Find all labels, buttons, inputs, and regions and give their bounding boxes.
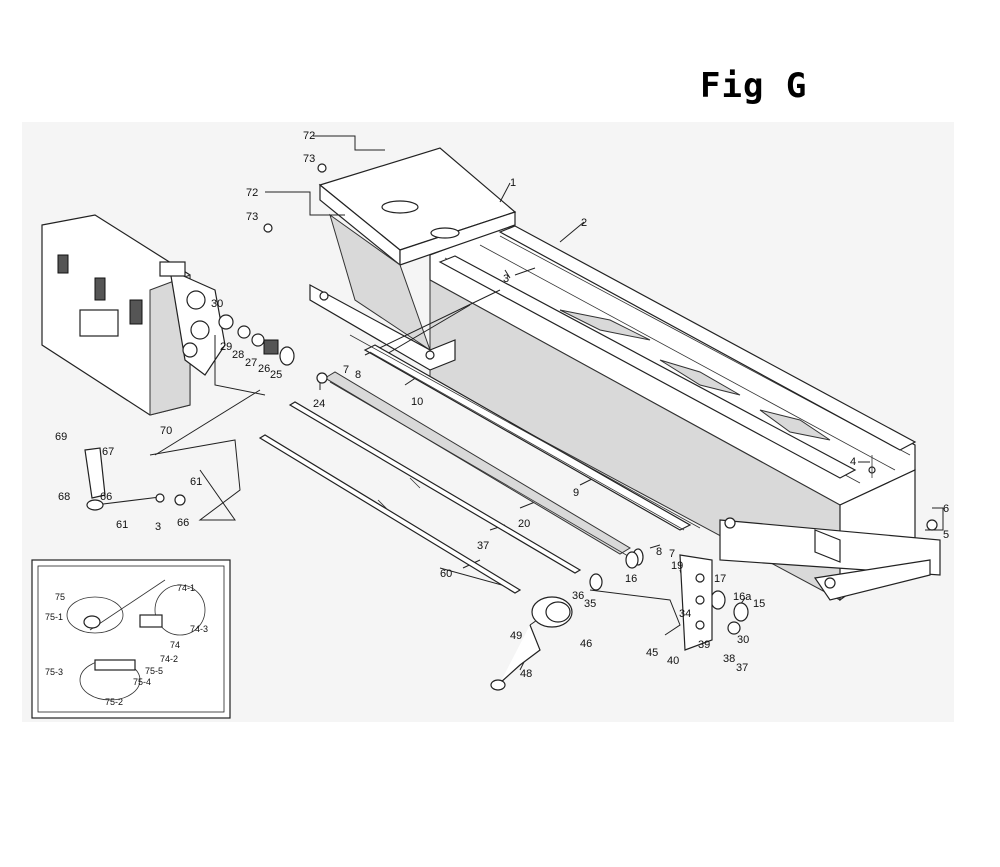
inset-detail (31, 559, 231, 719)
callout-69: 68 (58, 491, 70, 503)
callout-24: 26 (258, 363, 270, 375)
lathe-bed (429, 224, 941, 602)
callout-27: 29 (220, 341, 232, 353)
callout-5: 5 (943, 529, 949, 541)
callout-4: 4 (850, 456, 856, 468)
callout-67: 66 (100, 491, 112, 503)
callout-11: 15 (753, 598, 765, 610)
callout-34: 35 (584, 598, 596, 610)
apron-unit (490, 596, 573, 691)
callout-48: 48 (520, 668, 532, 680)
callout-17: 19 (671, 560, 683, 572)
callout-labels: 72 73 72 73 1 2 3 4 6 5 30 29 28 27 26 2… (55, 130, 949, 680)
leader-lines (149, 135, 944, 671)
callout-8b: 8 (656, 546, 662, 558)
callout-73b: 73 (246, 211, 258, 223)
callout-3b: 3 (155, 521, 161, 533)
end-bracket (679, 554, 713, 651)
small-parts (218, 163, 938, 635)
inset-callout-75-4: 75-4 (133, 677, 151, 687)
callout-59: 60 (440, 568, 452, 580)
callout-40: 40 (667, 655, 679, 667)
callout-8a: 8 (355, 369, 361, 381)
inset-callout-75: 75 (55, 592, 65, 602)
inset-callout-74-1: 74-1 (177, 583, 195, 593)
inset-callout-75-1: 75-1 (45, 612, 63, 622)
inset-callout-75-5: 75-5 (145, 666, 163, 676)
callout-73a: 73 (303, 153, 315, 165)
callout-72a: 72 (303, 130, 315, 142)
callout-19: 24 (313, 398, 325, 410)
callout-61: 66 (177, 517, 189, 529)
callout-49: 49 (510, 630, 522, 642)
callout-70: 69 (55, 431, 67, 443)
gearbox-assembly (41, 214, 226, 416)
callout-35: 36 (572, 590, 584, 602)
callout-16b: 17 (714, 573, 726, 585)
inset-callout-74-2: 74-2 (160, 654, 178, 664)
callout-7a: 7 (343, 364, 349, 376)
callout-45: 45 (646, 647, 658, 659)
callout-25: 27 (245, 357, 257, 369)
callout-1: 1 (510, 177, 516, 189)
callout-71: 70 (160, 425, 172, 437)
callout-37: 37 (736, 662, 748, 674)
callout-3a: 3 (503, 273, 509, 285)
callout-60: 61 (190, 476, 202, 488)
inset-callouts: 75 75-1 74-1 74-3 74 74-2 75-5 75-4 75-3… (45, 583, 208, 707)
callout-29: 30 (737, 634, 749, 646)
figure-title: Fig G (700, 66, 808, 106)
inset-callout-74: 74 (170, 640, 180, 650)
callout-26: 28 (232, 349, 244, 361)
inset-callout-75-3: 75-3 (45, 667, 63, 677)
callout-66: 61 (116, 519, 128, 531)
callout-38: 38 (723, 653, 735, 665)
callout-10: 10 (411, 396, 423, 408)
rack-bar (349, 334, 701, 531)
callout-7b: 7 (669, 548, 675, 560)
callout-16a: 16 (625, 573, 637, 585)
callout-46: 46 (580, 638, 592, 650)
lever-assembly (84, 447, 186, 511)
callout-68: 67 (102, 446, 114, 458)
callout-39: 39 (698, 639, 710, 651)
pedestal-1 (309, 147, 517, 371)
callout-30: 34 (679, 608, 691, 620)
callout-18: 20 (518, 518, 530, 530)
callout-36: 37 (477, 540, 489, 552)
callout-9: 9 (573, 487, 579, 499)
callout-15: 16a (733, 591, 752, 603)
callout-72b: 72 (246, 187, 258, 199)
callout-28: 30 (211, 298, 223, 310)
callout-6: 6 (943, 503, 949, 515)
feed-rods (258, 401, 582, 594)
inset-callout-75-2: 75-2 (105, 697, 123, 707)
callout-2: 2 (581, 217, 587, 229)
inset-callout-74-3: 74-3 (190, 624, 208, 634)
callout-20: 25 (270, 369, 282, 381)
